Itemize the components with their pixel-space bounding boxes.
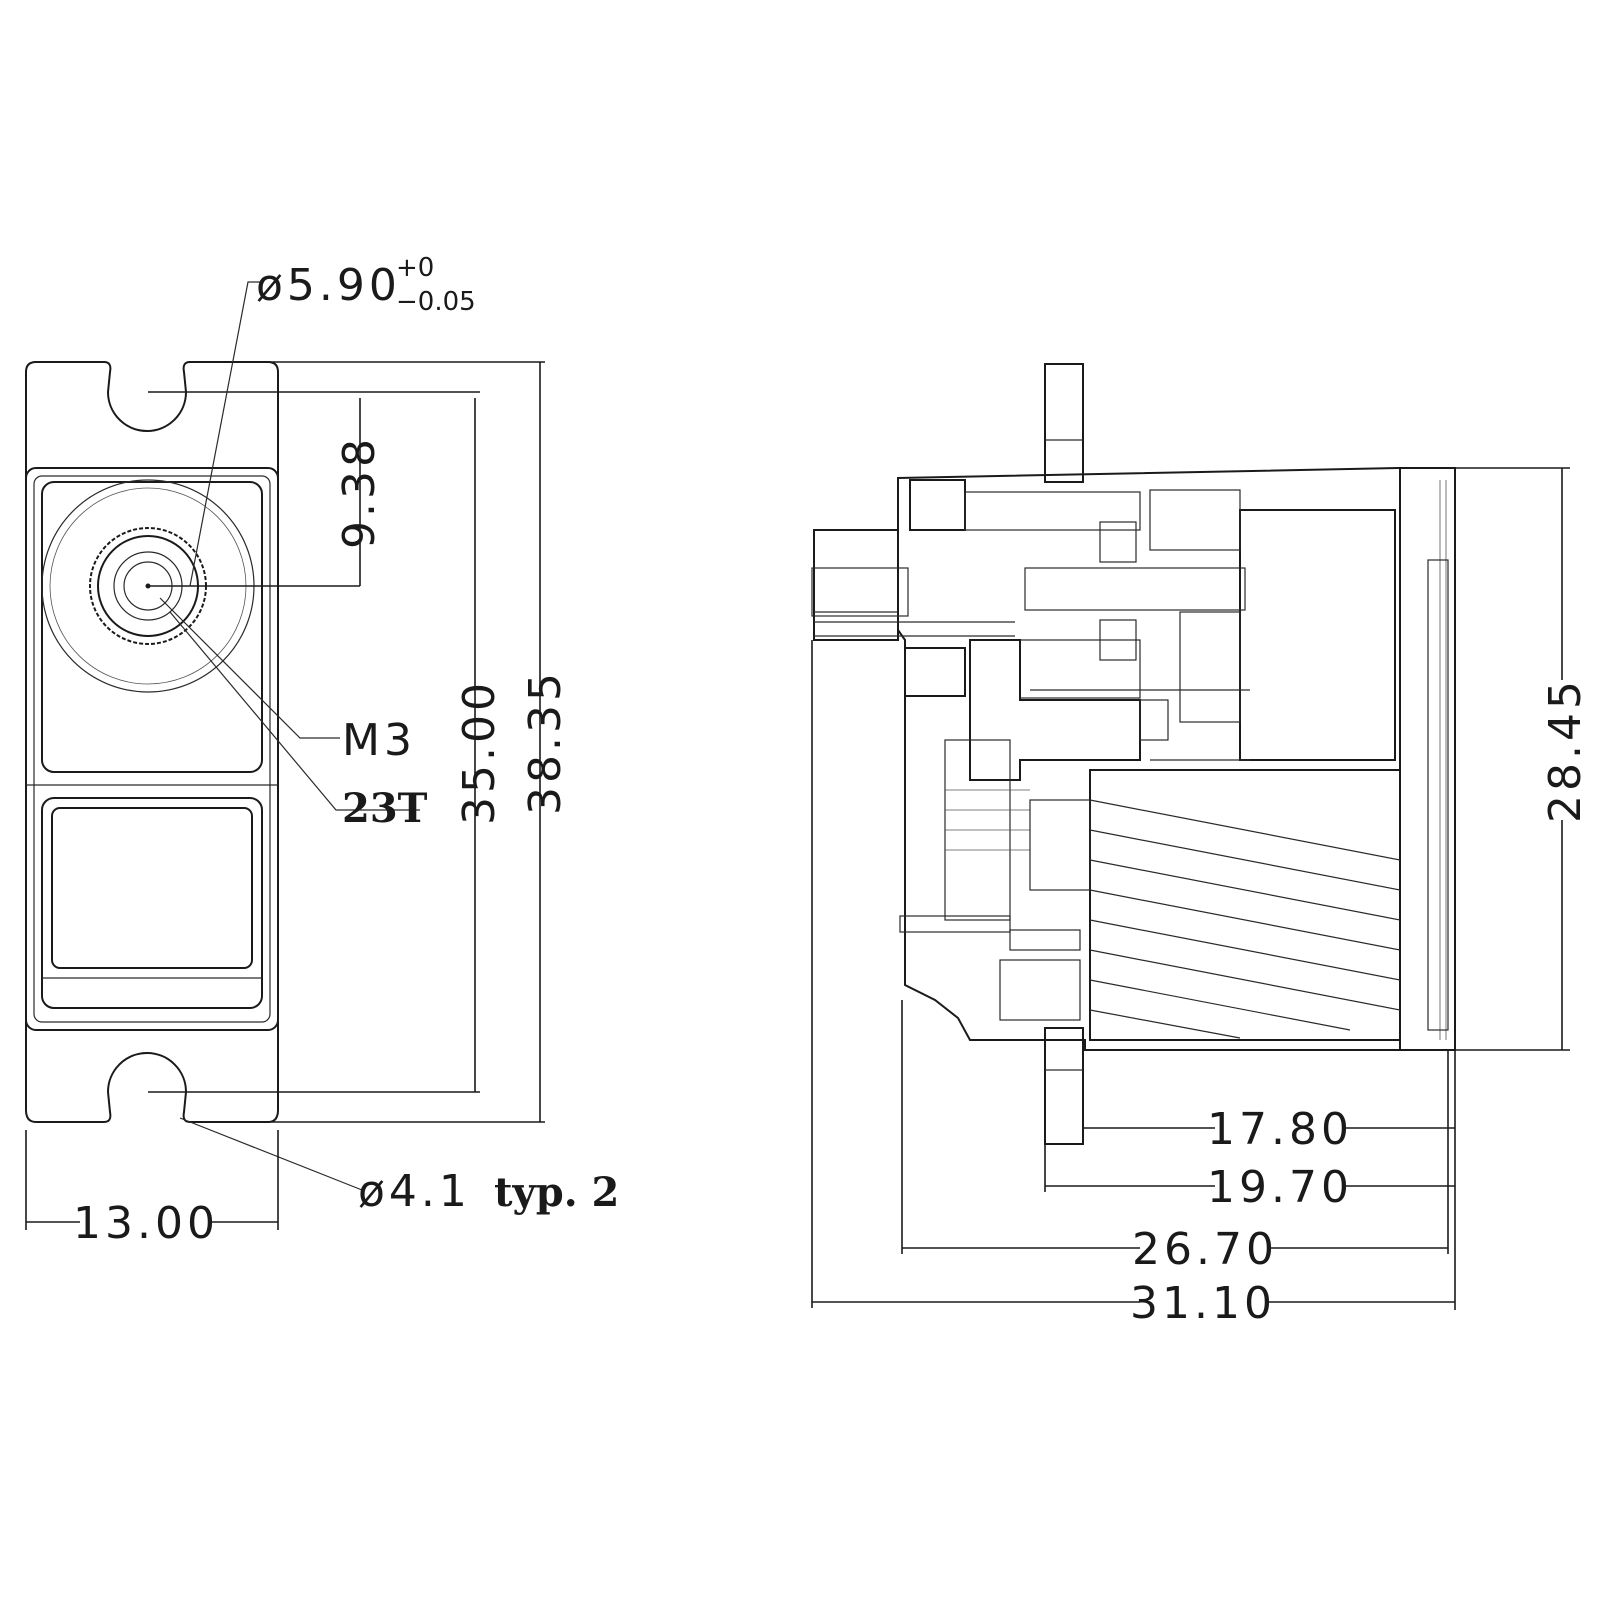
front-body-inner	[33, 475, 271, 1023]
shaft-tolerance-lower: −0.05	[396, 287, 476, 317]
gear-1	[909, 479, 966, 531]
width-label: 13.00	[73, 1198, 219, 1249]
bottom-mount-tab	[1044, 1027, 1084, 1145]
gear-3	[1024, 567, 1246, 611]
hole-diameter-label: ø4.1	[358, 1166, 471, 1217]
front-lower-panel	[41, 797, 263, 1009]
gear-2	[964, 491, 1141, 531]
hole-spacing-label: 35.00	[454, 679, 505, 825]
front-upper-panel	[41, 481, 263, 773]
overall-length-label: 38.35	[520, 669, 571, 815]
front-lower-window	[51, 807, 253, 969]
height-label: 28.45	[1540, 677, 1591, 823]
bottom-cover	[1399, 467, 1456, 1051]
dim-b-label: 19.70	[1207, 1162, 1353, 1213]
spline-label: 23T	[342, 785, 428, 832]
pcb	[1029, 799, 1091, 891]
dim-c-label: 26.70	[1132, 1224, 1278, 1275]
shaft-diameter-label: ø5.90	[256, 260, 401, 311]
pot-shaft	[904, 647, 966, 697]
front-body-outer	[25, 467, 279, 1031]
side-view: 17.80 19.70 26.70 31.10 28.45	[811, 363, 1591, 1329]
motor	[1089, 769, 1401, 1041]
dim-a-label: 17.80	[1207, 1104, 1353, 1155]
center-boss	[969, 639, 1141, 781]
top-mount-tab	[1044, 363, 1084, 483]
thread-label: M3	[342, 715, 416, 766]
shaft-tolerance-upper: +0	[396, 253, 434, 283]
gear-5	[1179, 611, 1241, 723]
output-shaft	[813, 529, 899, 641]
gear-4	[1019, 639, 1141, 699]
dim-d-label: 31.10	[1130, 1278, 1276, 1329]
hole-note-label: typ. 2	[494, 1169, 619, 1216]
front-view: ø5.90 +0 −0.05 9.38 M3 23T 35.00 38.35 ø…	[25, 253, 619, 1249]
shaft-offset-label: 9.38	[334, 435, 385, 549]
